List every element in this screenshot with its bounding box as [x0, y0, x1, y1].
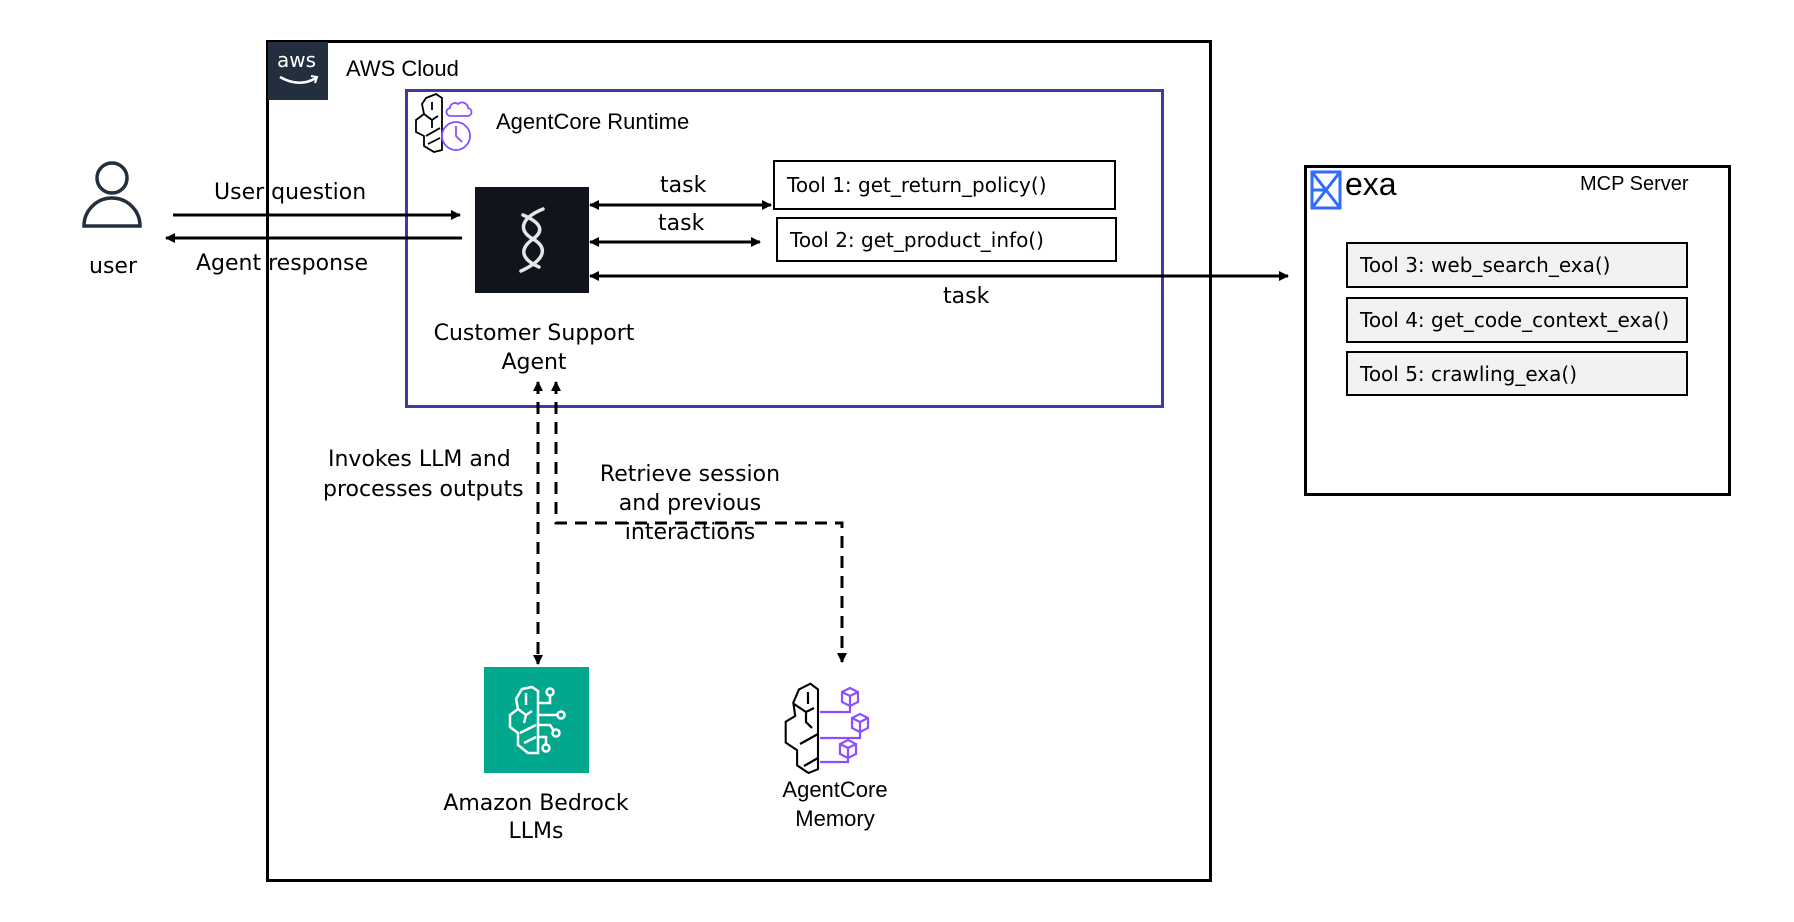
tool-2-label: Tool 2: get_product_info() [790, 227, 1044, 252]
memory-label-line2: Memory [795, 806, 875, 831]
agentcore-runtime-icon [415, 92, 473, 153]
mcp-server-label: MCP Server [1580, 173, 1689, 195]
task-label-1: task [660, 173, 707, 198]
task-label-2: task [658, 211, 705, 236]
tool-5-label: Tool 5: crawling_exa() [1360, 361, 1577, 386]
tool-4-get-code-context-exa[interactable]: Tool 4: get_code_context_exa() [1346, 297, 1688, 343]
mcp-server-group [1304, 165, 1731, 496]
tool-4-label: Tool 4: get_code_context_exa() [1360, 308, 1670, 332]
exa-logo-icon [1310, 170, 1342, 210]
invokes-llm-label-line2: processes outputs [323, 477, 524, 502]
amazon-bedrock-icon[interactable] [484, 667, 589, 773]
customer-support-agent-icon[interactable] [475, 187, 589, 293]
tool-3-web-search-exa[interactable]: Tool 3: web_search_exa() [1346, 242, 1688, 288]
tool-1-get-return-policy[interactable]: Tool 1: get_return_policy() [773, 160, 1116, 210]
user-question-label: User question [214, 180, 367, 205]
exa-brand-label: exa [1345, 166, 1397, 202]
agent-label-line2: Agent [501, 350, 567, 375]
tool-2-get-product-info[interactable]: Tool 2: get_product_info() [776, 217, 1117, 262]
agentcore-memory-icon[interactable] [780, 678, 890, 778]
brain-circuit-icon [508, 685, 566, 755]
agentcore-runtime-label: AgentCore Runtime [496, 109, 690, 134]
tool-3-label: Tool 3: web_search_exa() [1360, 253, 1611, 277]
aws-logo: aws [268, 42, 328, 100]
agent-label-line1: Customer Support [433, 321, 635, 346]
aws-logo-text: aws [277, 48, 317, 72]
bedrock-label-line1: Amazon Bedrock [443, 791, 629, 816]
memory-label-line1: AgentCore [782, 777, 888, 802]
tool-1-label: Tool 1: get_return_policy() [787, 173, 1047, 197]
dna-helix-icon [519, 207, 545, 273]
aws-smile-icon [279, 75, 319, 84]
bedrock-label-line2: LLMs [508, 819, 564, 844]
tool-5-crawling-exa[interactable]: Tool 5: crawling_exa() [1346, 351, 1688, 396]
agent-response-label: Agent response [196, 251, 369, 276]
user-label: user [89, 254, 137, 279]
invokes-llm-label-line1: Invokes LLM and [328, 447, 511, 472]
task-label-3: task [943, 284, 990, 309]
memory-retrieve-dashed-arrow [551, 381, 847, 663]
aws-cloud-group [266, 40, 1212, 882]
user-icon [82, 161, 142, 228]
aws-cloud-label: AWS Cloud [346, 56, 459, 81]
